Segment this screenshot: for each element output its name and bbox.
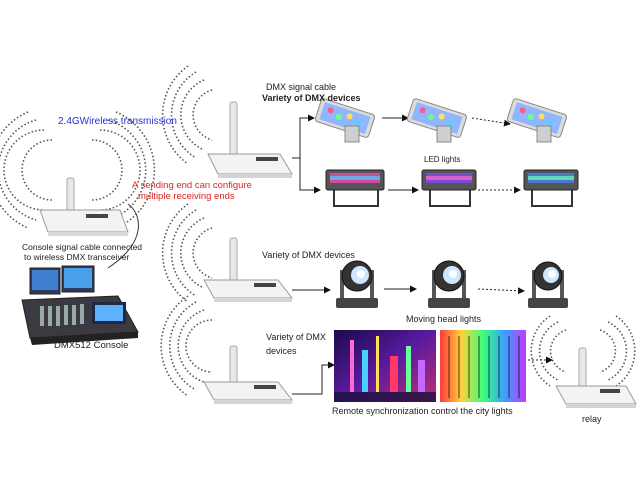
console-label: DMX512 Console (54, 340, 129, 351)
receiver-2-waves (161, 203, 213, 303)
moving-head-light (528, 261, 568, 308)
variety-devices-label-1: Variety of DMX devices (262, 93, 361, 103)
receiver-1 (207, 101, 293, 178)
variety-devices-label-3-line1: Variety of DMX (266, 332, 326, 342)
city-lights-photo (334, 330, 526, 402)
wall-washer-light (523, 169, 579, 207)
receiver-1-waves (161, 65, 213, 165)
console-transceiver-waves (0, 111, 156, 229)
console-cable-label-line1: Console signal cable connected (22, 242, 143, 252)
receiver-3-waves (160, 295, 213, 397)
wall-washer-light (421, 169, 477, 207)
branch-connectors (292, 114, 335, 395)
relay-waves (530, 315, 636, 387)
moving-head-light (428, 260, 470, 308)
receiver-2 (203, 237, 294, 302)
sending-end-label-line2: multiple receiving ends (138, 191, 235, 202)
wall-washer-light (325, 169, 385, 207)
console-cable-label-line2: to wireless DMX transceiver (24, 252, 130, 262)
relay-label: relay (582, 414, 602, 424)
led-flood-light (406, 98, 467, 143)
receiver-3 (203, 345, 294, 404)
led-flood-light (506, 98, 567, 143)
wireless-transmission-label: 2.4GWireless transmission (58, 116, 177, 127)
sending-end-label-line1: A sending end can configure (132, 180, 252, 191)
wireless-waves (0, 65, 636, 397)
dmx-cable-label: DMX signal cable (266, 82, 337, 92)
led-flood-light (314, 98, 375, 143)
variety-devices-label-2: Variety of DMX devices (262, 250, 355, 260)
led-lights-label: LED lights (424, 155, 461, 164)
relay-device (555, 347, 637, 408)
moving-head-light (336, 260, 378, 308)
dmx512-console (21, 265, 139, 345)
console-transceiver (39, 177, 129, 236)
variety-devices-label-3-line2: devices (266, 346, 297, 356)
console-signal-cable (107, 203, 139, 269)
city-lights-label: Remote synchronization control the city … (332, 406, 513, 416)
moving-head-label: Moving head lights (406, 314, 482, 324)
chain-arrows (382, 114, 553, 364)
